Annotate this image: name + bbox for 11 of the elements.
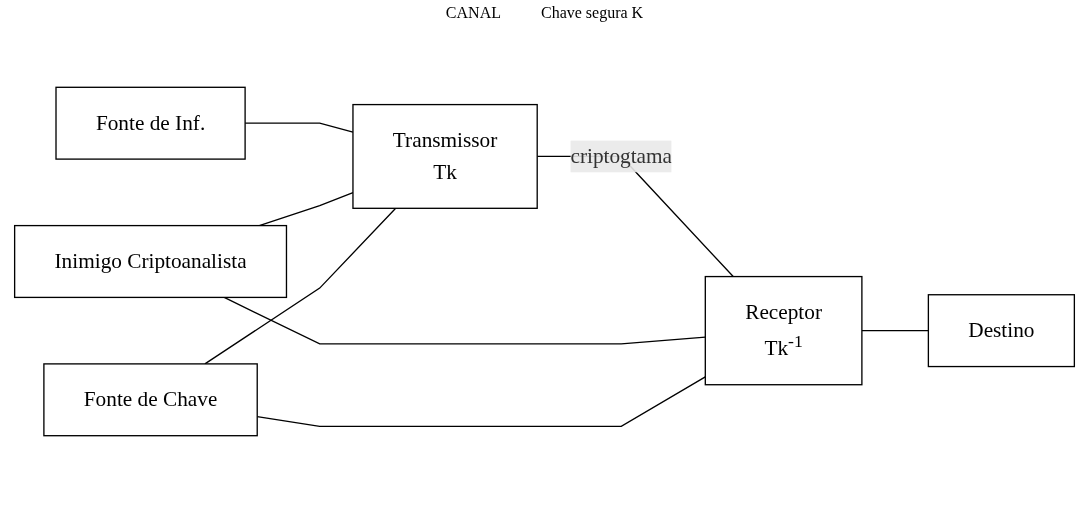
node-box: Transmissor Tk [352,103,538,209]
node-box: Fonte de Chave [43,363,258,437]
node-box: Receptor Tk$^{-1}$ [704,275,863,386]
note-label: Chave segura K [540,4,644,22]
node-box: Inimigo Criptoanalista [13,224,288,299]
connector [204,207,397,365]
node-box: Fonte de Inf. [55,86,246,160]
edge-label: criptogtama [570,144,673,168]
connector [223,296,706,345]
node-box: Destino [927,294,1076,368]
note-label: CANAL [445,4,501,22]
